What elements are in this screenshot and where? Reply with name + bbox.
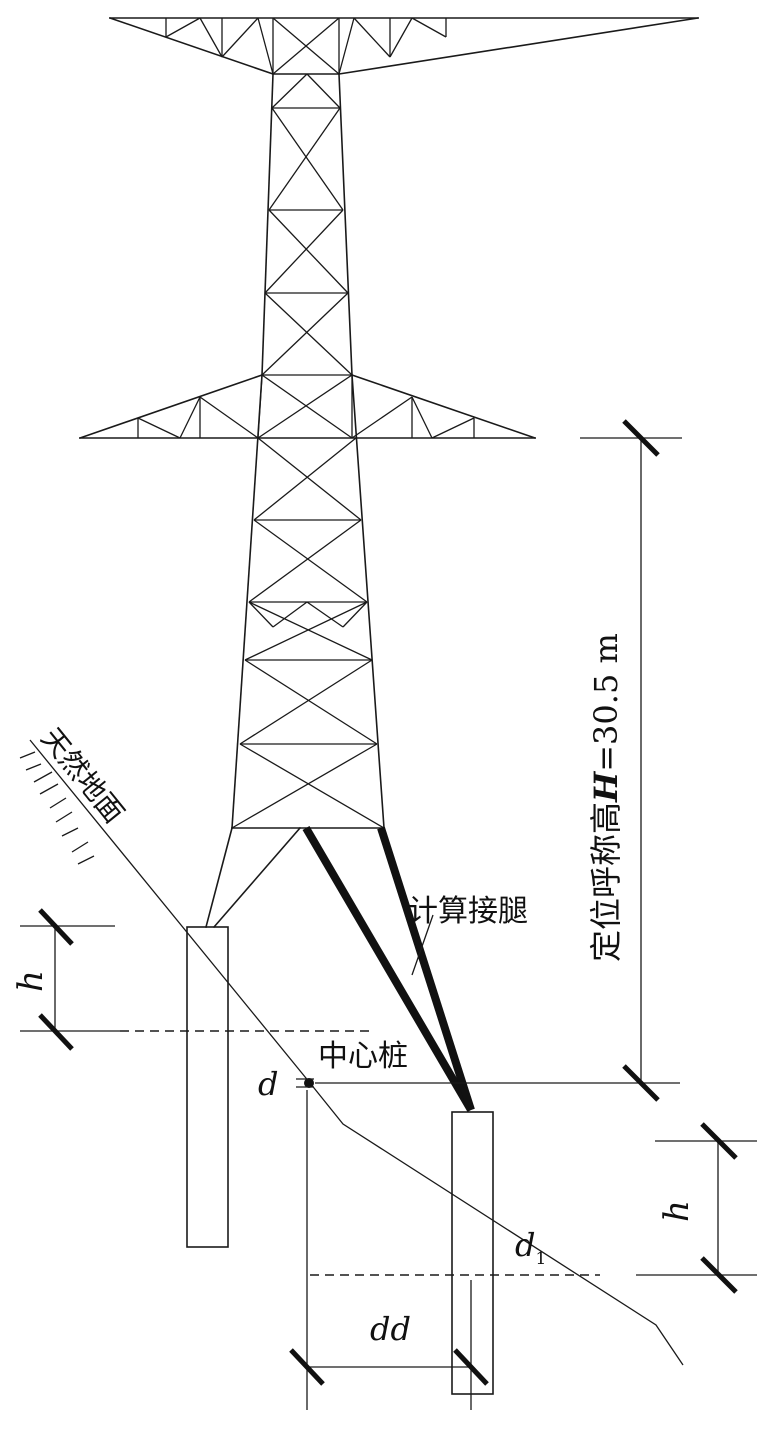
center-pile-label: 中心桩 <box>318 1039 408 1074</box>
calc-legs <box>302 825 494 1395</box>
d1-label: d1 <box>515 1226 546 1269</box>
dd-label: dd <box>370 1310 411 1348</box>
natural-ground <box>19 739 684 1366</box>
top-crossarm <box>108 16 699 76</box>
h-left-label: h <box>11 970 51 992</box>
center-pile-marker <box>296 1078 314 1088</box>
h-right-label: h <box>657 1200 697 1222</box>
dd-dimension <box>289 1090 489 1410</box>
calc-leg-label: 计算接腿 <box>408 894 528 929</box>
d-label: d <box>258 1065 278 1103</box>
lower-body <box>231 374 385 829</box>
left-h-dimension <box>20 908 115 1051</box>
left-leg <box>186 826 302 1248</box>
upper-body <box>261 73 353 376</box>
natural-ground-label: 天然地面 <box>35 722 131 830</box>
nominal-height-dimension <box>580 419 682 1102</box>
right-h-dimension <box>700 1122 738 1294</box>
left-foundation <box>186 926 229 1248</box>
nominal-height-label: 定位呼称高H=30.5 m <box>587 633 625 962</box>
lower-crossarm <box>78 373 537 440</box>
right-foundation <box>451 1111 494 1395</box>
